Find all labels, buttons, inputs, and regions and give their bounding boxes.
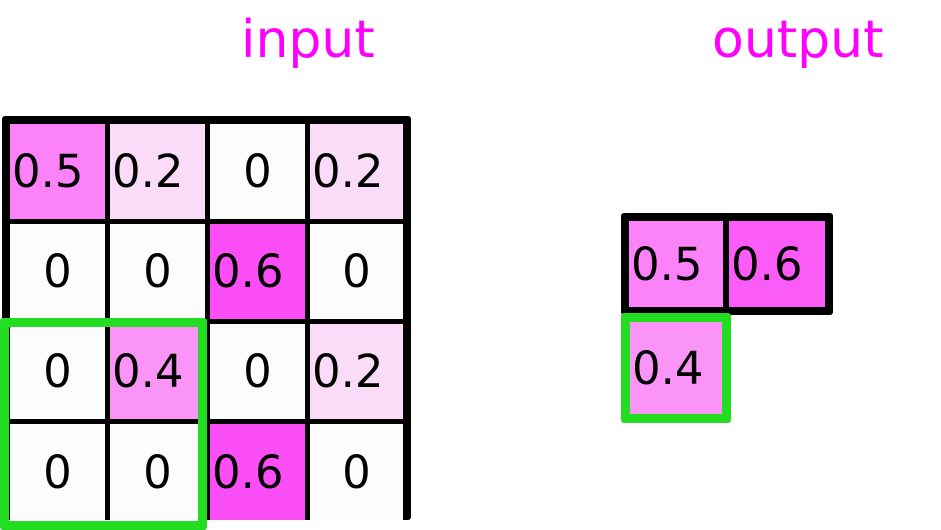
input-cell-r1c3[interactable]: 0 [210, 124, 305, 219]
input-grid: 0.5 0.2 0 0.2 0 0 0.6 0 0 0.4 0 0.2 0 0 … [2, 116, 411, 520]
input-cell-r2c3[interactable]: 0.6 [210, 224, 305, 319]
input-cell-r3c3[interactable]: 0 [210, 324, 305, 419]
output-title: output [712, 10, 884, 70]
input-cell-r2c2[interactable]: 0 [110, 224, 205, 319]
input-cell-r1c2[interactable]: 0.2 [110, 124, 205, 219]
input-cell-r1c4[interactable]: 0.2 [310, 124, 403, 219]
input-cell-r2c4[interactable]: 0 [310, 224, 403, 319]
output-grid-top-row: 0.5 0.6 [621, 213, 833, 315]
input-cell-r4c1[interactable]: 0 [10, 424, 105, 520]
input-cell-r2c1[interactable]: 0 [10, 224, 105, 319]
input-cell-r4c2[interactable]: 0 [110, 424, 205, 520]
output-cell-max-0[interactable]: 0.5 [629, 221, 723, 307]
input-cell-r4c4[interactable]: 0 [310, 424, 403, 520]
input-cell-r3c1[interactable]: 0 [10, 324, 105, 419]
input-title: input [241, 10, 375, 70]
input-cell-r1c1[interactable]: 0.5 [10, 124, 105, 219]
input-cell-r4c3[interactable]: 0.6 [210, 424, 305, 520]
output-cell-max-1[interactable]: 0.6 [729, 221, 825, 307]
input-cell-r3c4[interactable]: 0.2 [310, 324, 403, 419]
output-cell-max-selected[interactable]: 0.4 [630, 322, 722, 414]
input-cell-r3c2[interactable]: 0.4 [110, 324, 205, 419]
output-selected-cell-wrapper: 0.4 [621, 313, 731, 423]
